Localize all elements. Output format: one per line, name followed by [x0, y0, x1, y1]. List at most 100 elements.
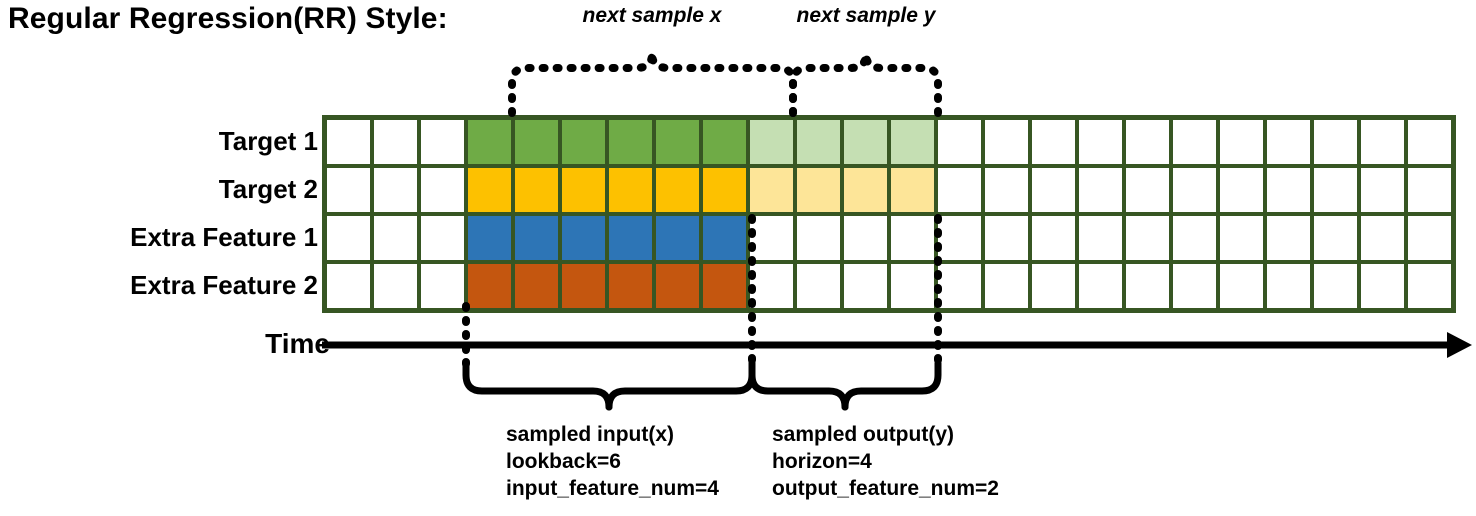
grid-cell-target-2-11	[844, 168, 887, 212]
grid-cell-target-1-18	[1173, 120, 1216, 164]
grid-row-target-1	[327, 120, 1451, 164]
grid-row-target-2	[327, 168, 1451, 212]
sampled-input-line-2: lookback=6	[506, 449, 621, 473]
grid-cell-extra-feature-2-2	[421, 264, 464, 308]
grid-cell-target-2-6	[609, 168, 652, 212]
grid-cell-target-1-9	[750, 120, 793, 164]
grid-cell-extra-feature-2-1	[374, 264, 417, 308]
grid-cell-extra-feature-2-14	[985, 264, 1028, 308]
grid-cell-extra-feature-1-7	[656, 216, 699, 260]
grid-cell-target-1-23	[1408, 120, 1451, 164]
grid-cell-extra-feature-2-11	[844, 264, 887, 308]
grid-cell-target-2-19	[1220, 168, 1263, 212]
grid-cell-target-1-16	[1079, 120, 1122, 164]
grid-cell-target-1-5	[562, 120, 605, 164]
grid-cell-extra-feature-2-23	[1408, 264, 1451, 308]
grid-cell-target-2-1	[374, 168, 417, 212]
grid-cell-extra-feature-1-0	[327, 216, 370, 260]
grid-row-extra-feature-1	[327, 216, 1451, 260]
grid-cell-extra-feature-2-16	[1079, 264, 1122, 308]
sampled-output-line-1: sampled output(y)	[772, 423, 954, 446]
grid-cell-extra-feature-1-10	[797, 216, 840, 260]
grid-cell-target-2-21	[1314, 168, 1357, 212]
grid-cell-extra-feature-2-6	[609, 264, 652, 308]
next-sample-y-brace	[789, 50, 942, 117]
grid-cell-extra-feature-1-4	[515, 216, 558, 260]
grid-cell-extra-feature-1-22	[1361, 216, 1404, 260]
grid-cell-extra-feature-1-8	[703, 216, 746, 260]
grid-cell-target-2-15	[1032, 168, 1075, 212]
grid-cell-extra-feature-1-15	[1032, 216, 1075, 260]
grid-cell-target-2-5	[562, 168, 605, 212]
grid-cell-extra-feature-1-16	[1079, 216, 1122, 260]
grid-cell-target-1-2	[421, 120, 464, 164]
grid-cell-target-2-2	[421, 168, 464, 212]
grid-cell-extra-feature-2-12	[891, 264, 934, 308]
sampled-input-line-1: sampled input(x)	[506, 423, 675, 446]
time-axis-label: Time	[265, 328, 330, 359]
page-title: Regular Regression(RR) Style:	[8, 2, 448, 35]
grid-cell-target-2-13	[938, 168, 981, 212]
grid-cell-target-2-8	[703, 168, 746, 212]
grid-cell-target-1-19	[1220, 120, 1263, 164]
grid-cell-target-1-11	[844, 120, 887, 164]
grid-cell-extra-feature-1-6	[609, 216, 652, 260]
sampled-input-line-3: input_feature_num=4	[506, 476, 719, 500]
grid-cell-extra-feature-1-3	[468, 216, 511, 260]
sampled-input-brace	[462, 359, 756, 411]
next-sample-y-caption: next sample y	[796, 4, 936, 27]
next-sample-x-brace	[508, 50, 797, 117]
grid-cell-target-2-10	[797, 168, 840, 212]
grid-cell-target-2-22	[1361, 168, 1404, 212]
grid-cell-extra-feature-2-18	[1173, 264, 1216, 308]
grid-cell-extra-feature-1-2	[421, 216, 464, 260]
grid-cell-extra-feature-1-11	[844, 216, 887, 260]
grid-cell-extra-feature-2-13	[938, 264, 981, 308]
grid-cell-target-1-6	[609, 120, 652, 164]
grid-cell-extra-feature-2-0	[327, 264, 370, 308]
grid-cell-extra-feature-2-21	[1314, 264, 1357, 308]
grid-cell-extra-feature-1-1	[374, 216, 417, 260]
grid-cell-target-1-21	[1314, 120, 1357, 164]
grid-cell-extra-feature-2-9	[750, 264, 793, 308]
sampled-output-brace	[748, 359, 942, 411]
grid-cell-extra-feature-1-20	[1267, 216, 1310, 260]
grid-cell-target-2-14	[985, 168, 1028, 212]
grid-cell-extra-feature-1-13	[938, 216, 981, 260]
grid-cell-target-2-16	[1079, 168, 1122, 212]
row-label-extra-feature-2: Extra Feature 2	[130, 270, 318, 300]
grid-cell-target-1-15	[1032, 120, 1075, 164]
grid-cell-extra-feature-2-19	[1220, 264, 1263, 308]
grid-cell-target-1-20	[1267, 120, 1310, 164]
grid-cell-extra-feature-1-9	[750, 216, 793, 260]
grid-cell-target-1-1	[374, 120, 417, 164]
grid-cell-target-2-3	[468, 168, 511, 212]
grid-cell-extra-feature-2-5	[562, 264, 605, 308]
grid-cell-extra-feature-1-5	[562, 216, 605, 260]
grid-cell-target-1-8	[703, 120, 746, 164]
grid-cell-target-2-23	[1408, 168, 1451, 212]
grid-cell-extra-feature-1-19	[1220, 216, 1263, 260]
timeline-grid	[322, 115, 1456, 313]
row-label-target-1: Target 1	[218, 126, 318, 156]
grid-cell-target-1-14	[985, 120, 1028, 164]
sampled-output-line-2: horizon=4	[772, 449, 872, 473]
grid-cell-extra-feature-2-8	[703, 264, 746, 308]
grid-cell-extra-feature-1-12	[891, 216, 934, 260]
grid-cell-extra-feature-1-17	[1126, 216, 1169, 260]
grid-cell-target-1-7	[656, 120, 699, 164]
row-label-column: Target 1 Target 2 Extra Feature 1 Extra …	[0, 0, 318, 516]
grid-cell-target-2-7	[656, 168, 699, 212]
grid-cell-extra-feature-2-7	[656, 264, 699, 308]
grid-cell-extra-feature-2-10	[797, 264, 840, 308]
grid-cell-extra-feature-2-3	[468, 264, 511, 308]
sampled-output-caption: sampled output(y) horizon=4 output_featu…	[772, 422, 999, 503]
grid-cell-target-1-17	[1126, 120, 1169, 164]
grid-cell-extra-feature-1-14	[985, 216, 1028, 260]
grid-cell-target-1-4	[515, 120, 558, 164]
grid-cell-target-1-22	[1361, 120, 1404, 164]
grid-cell-extra-feature-1-18	[1173, 216, 1216, 260]
grid-cell-target-2-9	[750, 168, 793, 212]
grid-cell-target-2-20	[1267, 168, 1310, 212]
grid-cell-target-2-18	[1173, 168, 1216, 212]
